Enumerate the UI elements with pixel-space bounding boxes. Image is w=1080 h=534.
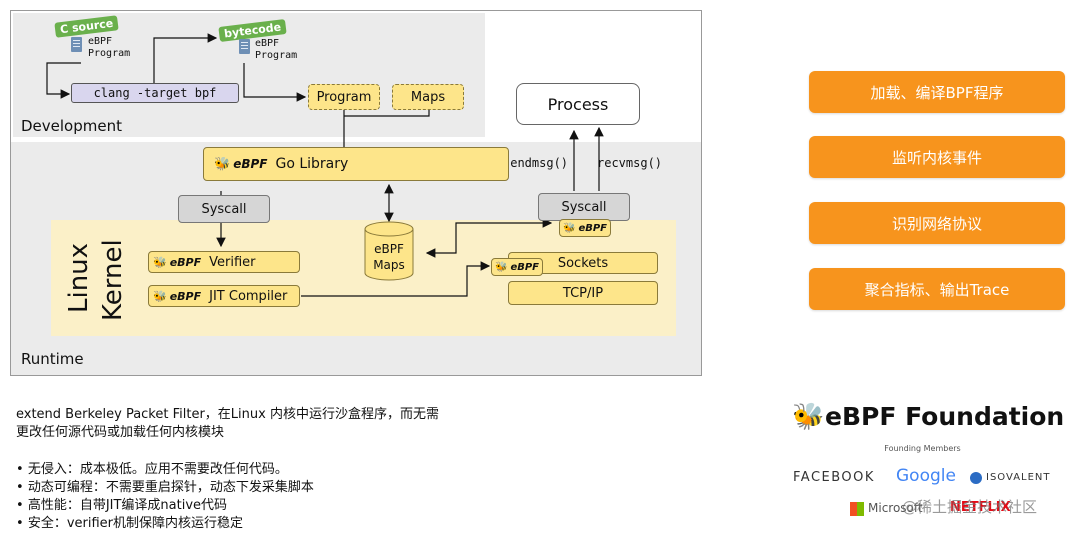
- bytecode-line2: Program: [255, 50, 298, 61]
- description-line2: 更改任何源代码或加载任何内核模块: [16, 425, 225, 440]
- bee-icon: 🐝: [562, 222, 576, 234]
- socket-hook-badge: 🐝 eBPF: [559, 219, 611, 237]
- feature-item: 动态可编程：不需要重启探针，动态下发采集脚本: [16, 479, 536, 497]
- identify-network-protocol-button[interactable]: 识别网络协议: [809, 202, 1065, 244]
- foundation-title: eBPF Foundation: [825, 402, 1065, 431]
- ebpf-badge: eBPF: [578, 222, 608, 234]
- watermark: @稀土掘金技术社区: [902, 498, 1038, 516]
- isovalent-logo: ISOVALENT: [986, 472, 1051, 483]
- bee-icon: 🐝: [494, 261, 508, 273]
- verifier-box: 🐝 eBPF Verifier: [148, 251, 300, 273]
- ebpf-badge: eBPF: [233, 157, 268, 171]
- ebpf-maps-label: eBPF Maps: [365, 241, 413, 273]
- ebpf-maps-line2: Maps: [373, 258, 405, 272]
- process-box: Process: [516, 83, 640, 125]
- feature-item: 安全：verifier机制保障内核运行稳定: [16, 515, 536, 533]
- kernel-region: [51, 220, 676, 336]
- syscall-right-box: Syscall: [538, 193, 630, 221]
- ebpf-badge: eBPF: [169, 255, 202, 269]
- isovalent-icon: [970, 472, 982, 484]
- maps-box: Maps: [392, 84, 464, 110]
- feature-item: 高性能：自带JIT编译成native代码: [16, 497, 536, 515]
- load-compile-bpf-button[interactable]: 加载、编译BPF程序: [809, 71, 1065, 113]
- jit-compiler-box: 🐝 eBPF JIT Compiler: [148, 285, 300, 307]
- tcpip-box: TCP/IP: [508, 281, 658, 305]
- syscall-left-box: Syscall: [178, 195, 270, 223]
- aggregate-metrics-button[interactable]: 聚合指标、输出Trace: [809, 268, 1065, 310]
- microsoft-logo: Microsoft: [868, 501, 923, 515]
- go-library-box: 🐝 eBPF Go Library: [203, 147, 509, 181]
- bee-icon: 🐝: [214, 156, 231, 172]
- sockets-ebpf-badge: 🐝 eBPF: [491, 258, 543, 276]
- google-logo: Google: [896, 466, 956, 486]
- ebpf-maps-line1: eBPF: [374, 242, 404, 256]
- ebpf-foundation-logo: 🐝 eBPF Foundation Founding Members FACEB…: [790, 396, 1070, 526]
- go-library-label: Go Library: [275, 156, 349, 172]
- clang-box: clang -target bpf: [71, 83, 239, 103]
- facebook-logo: FACEBOOK: [793, 470, 875, 485]
- recvmsg-label: recvmsg(): [597, 156, 663, 170]
- sockets-box: Sockets: [508, 252, 658, 274]
- feature-list: 无侵入：成本极低。应用不需要改任何代码。 动态可编程：不需要重启探针，动态下发采…: [16, 461, 536, 533]
- feature-item: 无侵入：成本极低。应用不需要改任何代码。: [16, 461, 536, 479]
- connector-lines: [46, 33, 604, 297]
- bytecode-file-icon: [239, 39, 250, 54]
- bytecode-line1: eBPF: [255, 38, 280, 49]
- program-box: Program: [308, 84, 380, 110]
- listen-kernel-events-button[interactable]: 监听内核事件: [809, 136, 1065, 178]
- development-label: Development: [21, 117, 122, 135]
- c-source-line2: Program: [88, 48, 131, 59]
- ebpf-architecture-diagram: Development Runtime Linux Kernel: [10, 10, 702, 376]
- ebpf-badge: eBPF: [169, 289, 202, 303]
- c-source-file-label: eBPF Program: [88, 36, 130, 60]
- description-line1: extend Berkeley Packet Filter，在Linux 内核中…: [16, 407, 439, 422]
- runtime-label: Runtime: [21, 350, 84, 368]
- founding-members-label: Founding Members: [884, 444, 961, 453]
- bee-icon: 🐝: [153, 289, 167, 303]
- c-source-line1: eBPF: [88, 36, 113, 47]
- c-source-file-icon: [71, 37, 82, 52]
- jit-compiler-label: JIT Compiler: [209, 288, 288, 304]
- ebpf-badge: eBPF: [510, 261, 540, 273]
- sendmsg-label: sendmsg(): [503, 156, 569, 170]
- bytecode-file-label: eBPF Program: [255, 38, 297, 62]
- verifier-label: Verifier: [209, 254, 256, 270]
- bee-icon: 🐝: [153, 255, 167, 269]
- netflix-logo: NETFLIX: [950, 500, 1011, 515]
- description: extend Berkeley Packet Filter，在Linux 内核中…: [16, 406, 536, 442]
- microsoft-icon: [850, 502, 864, 516]
- bee-logo-icon: 🐝: [792, 402, 825, 432]
